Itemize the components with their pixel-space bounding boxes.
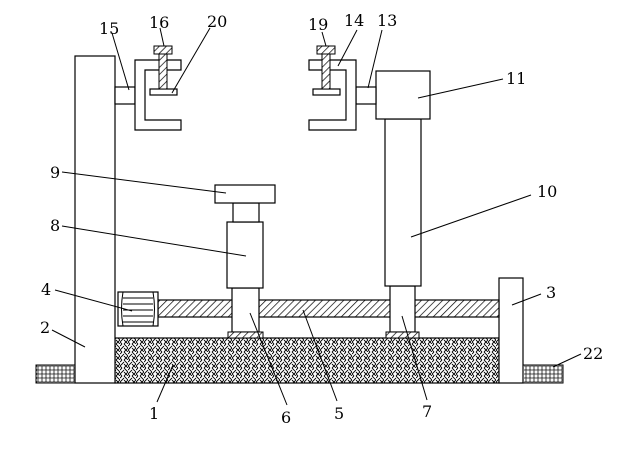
label-1: 1 bbox=[149, 404, 159, 423]
label-19: 19 bbox=[308, 15, 328, 34]
press-plate bbox=[214, 184, 276, 204]
left-clamp-screw bbox=[158, 53, 168, 90]
right-post bbox=[498, 277, 524, 384]
label-22: 22 bbox=[583, 344, 603, 363]
right-clamp bbox=[308, 59, 357, 131]
piston-rod bbox=[232, 202, 260, 223]
leader-lines bbox=[51, 27, 582, 406]
label-20: 20 bbox=[207, 12, 227, 31]
right-head-block bbox=[375, 70, 431, 120]
left-foot-pad bbox=[35, 364, 76, 384]
right-slider-stem bbox=[389, 285, 416, 333]
label-8: 8 bbox=[50, 216, 60, 235]
base-block bbox=[114, 337, 500, 384]
label-11: 11 bbox=[506, 69, 526, 88]
right-slider-shoe bbox=[385, 331, 420, 339]
motor-body bbox=[121, 291, 155, 327]
label-14: 14 bbox=[344, 11, 364, 30]
cylinder bbox=[226, 221, 264, 289]
label-6: 6 bbox=[281, 408, 291, 427]
left-connector bbox=[114, 86, 136, 105]
right-foot-pad bbox=[522, 364, 564, 384]
label-5: 5 bbox=[334, 404, 344, 423]
left-clamp bbox=[134, 59, 182, 131]
left-slider-shoe bbox=[227, 331, 264, 339]
label-2: 2 bbox=[40, 318, 50, 337]
label-13: 13 bbox=[377, 11, 397, 30]
label-4: 4 bbox=[41, 280, 51, 299]
right-clamp-pad bbox=[312, 88, 341, 96]
left-column bbox=[74, 55, 116, 384]
label-10: 10 bbox=[537, 182, 557, 201]
right-connector bbox=[355, 86, 377, 105]
lead-screw bbox=[157, 299, 500, 318]
right-clamp-knob bbox=[316, 45, 336, 55]
label-9: 9 bbox=[50, 163, 60, 182]
label-15: 15 bbox=[99, 19, 119, 38]
right-column bbox=[384, 118, 422, 287]
label-7: 7 bbox=[422, 402, 432, 421]
label-16: 16 bbox=[149, 13, 169, 32]
right-clamp-screw bbox=[321, 53, 331, 90]
label-3: 3 bbox=[546, 283, 556, 302]
left-clamp-knob bbox=[153, 45, 173, 55]
